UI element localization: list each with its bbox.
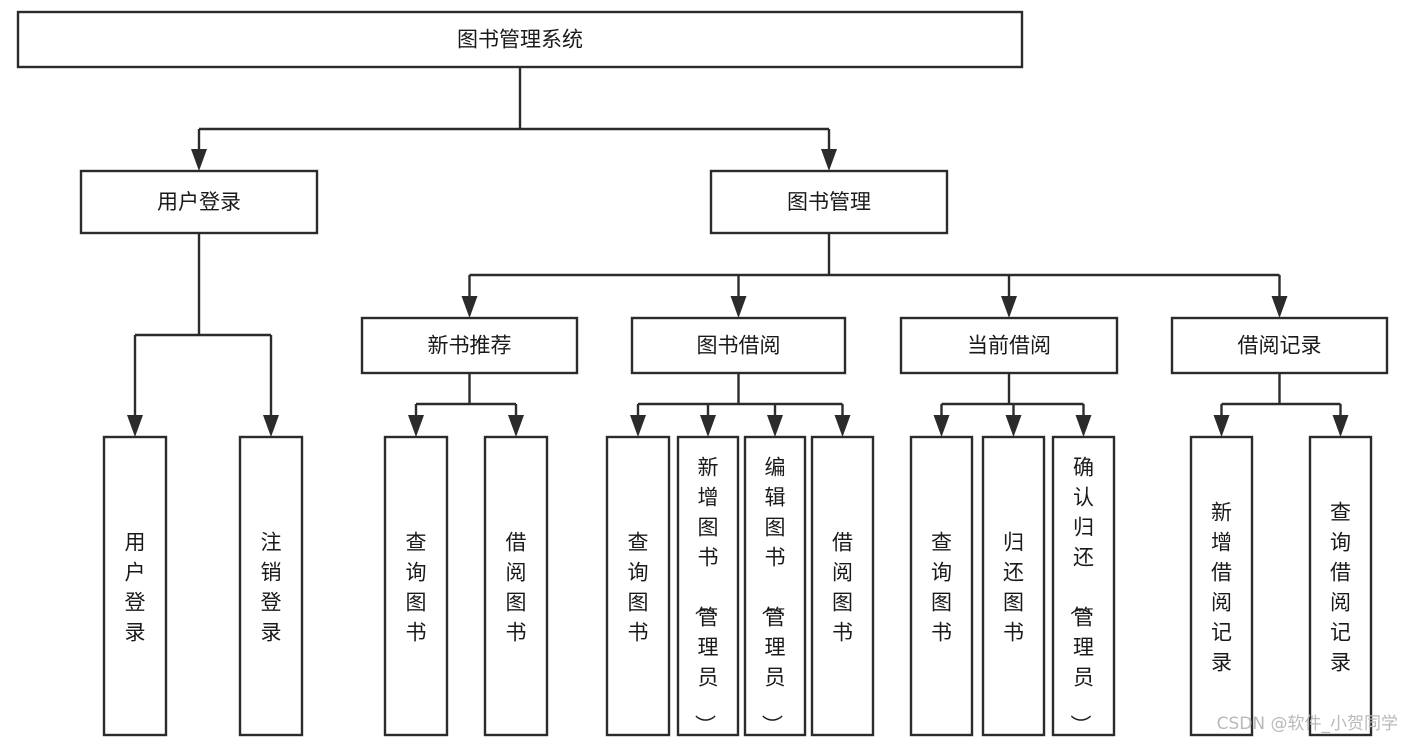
node-box <box>709 169 949 235</box>
node-leaf-return-book[interactable]: 归还图书 <box>981 435 1046 737</box>
arrowhead-icon <box>508 415 524 437</box>
node-leaf-edit-book-admin[interactable]: 编辑图书（管理员） <box>743 435 807 737</box>
arrowhead-icon <box>461 296 478 318</box>
node-label: 图书借阅 <box>697 334 781 358</box>
node-label: 归还图书 <box>1003 530 1024 644</box>
node-label: 用户登录 <box>125 530 146 644</box>
node-leaf-add-book-admin[interactable]: 新增图书（管理员） <box>676 435 740 737</box>
node-leaf-query-book-current[interactable]: 查询图书 <box>909 435 974 737</box>
node-user-login[interactable]: 用户登录 <box>79 169 319 235</box>
node-leaf-confirm-return-admin[interactable]: 确认归还（管理员） <box>1051 435 1116 737</box>
arrowhead-icon <box>700 415 716 437</box>
node-label: 当前借阅 <box>967 334 1051 358</box>
node-box <box>1051 435 1116 737</box>
node-box <box>360 316 579 375</box>
node-leaf-borrow-book[interactable]: 借阅图书 <box>810 435 875 737</box>
arrowhead-icon <box>730 296 747 318</box>
arrowhead-icon <box>821 149 837 171</box>
node-box <box>899 316 1119 375</box>
node-label: 编辑图书（管理员） <box>760 455 786 735</box>
node-leaf-user-logout[interactable]: 注销登录 <box>238 435 304 737</box>
node-box <box>981 435 1046 737</box>
node-label: 借阅记录 <box>1238 334 1322 358</box>
arrowhead-icon <box>767 415 783 437</box>
node-label: 借阅图书 <box>506 530 527 644</box>
node-label: 借阅图书 <box>832 530 853 644</box>
node-label: 新书推荐 <box>428 334 512 358</box>
node-label: 新增借阅记录 <box>1211 500 1232 674</box>
node-layer: 图书管理系统用户登录图书管理新书推荐图书借阅当前借阅借阅记录用户登录注销登录查询… <box>16 10 1389 737</box>
node-leaf-user-login[interactable]: 用户登录 <box>102 435 168 737</box>
node-book-manage[interactable]: 图书管理 <box>709 169 949 235</box>
node-leaf-query-book-borrow[interactable]: 查询图书 <box>605 435 671 737</box>
arrowhead-icon <box>191 149 207 171</box>
node-box <box>1189 435 1254 737</box>
node-new-book-recommend[interactable]: 新书推荐 <box>360 316 579 375</box>
node-box <box>16 10 1024 69</box>
arrowhead-icon <box>1075 415 1092 437</box>
connector-layer <box>127 67 1349 437</box>
arrowhead-icon <box>1001 296 1017 318</box>
csdn-watermark: CSDN @软件_小贺同学 <box>1217 714 1398 734</box>
arrowhead-icon <box>1271 296 1288 318</box>
node-box <box>483 435 549 737</box>
node-leaf-query-borrow-record[interactable]: 查询借阅记录 <box>1308 435 1373 737</box>
node-label: 图书管理系统 <box>457 28 583 52</box>
arrowhead-icon <box>408 415 424 437</box>
arrowhead-icon <box>127 415 143 437</box>
arrowhead-icon <box>933 415 950 437</box>
node-label: 图书管理 <box>787 190 871 214</box>
node-box <box>1170 316 1389 375</box>
node-label: 查询图书 <box>931 530 952 644</box>
node-label: 查询图书 <box>406 530 427 644</box>
node-box <box>102 435 168 737</box>
node-box <box>238 435 304 737</box>
node-current-borrow[interactable]: 当前借阅 <box>899 316 1119 375</box>
node-label: 新增图书（管理员） <box>693 455 719 735</box>
node-leaf-query-book-rec[interactable]: 查询图书 <box>383 435 449 737</box>
node-borrow-record[interactable]: 借阅记录 <box>1170 316 1389 375</box>
node-box <box>909 435 974 737</box>
node-box <box>676 435 740 737</box>
node-book-borrow[interactable]: 图书借阅 <box>630 316 847 375</box>
node-root[interactable]: 图书管理系统 <box>16 10 1024 69</box>
node-leaf-add-borrow-record[interactable]: 新增借阅记录 <box>1189 435 1254 737</box>
arrowhead-icon <box>263 415 279 437</box>
node-label: 确认归还（管理员） <box>1068 455 1094 735</box>
node-label: 注销登录 <box>261 530 282 644</box>
arrowhead-icon <box>630 415 646 437</box>
node-leaf-borrow-book-rec[interactable]: 借阅图书 <box>483 435 549 737</box>
node-box <box>743 435 807 737</box>
node-label: 查询借阅记录 <box>1330 500 1351 674</box>
node-box <box>630 316 847 375</box>
node-box <box>1308 435 1373 737</box>
node-box <box>810 435 875 737</box>
node-box <box>383 435 449 737</box>
arrowhead-icon <box>1332 415 1349 437</box>
arrowhead-icon <box>1213 415 1230 437</box>
node-label: 用户登录 <box>157 190 241 214</box>
node-box <box>605 435 671 737</box>
arrowhead-icon <box>1005 415 1022 437</box>
node-label: 查询图书 <box>628 530 649 644</box>
node-box <box>79 169 319 235</box>
arrowhead-icon <box>834 415 851 437</box>
